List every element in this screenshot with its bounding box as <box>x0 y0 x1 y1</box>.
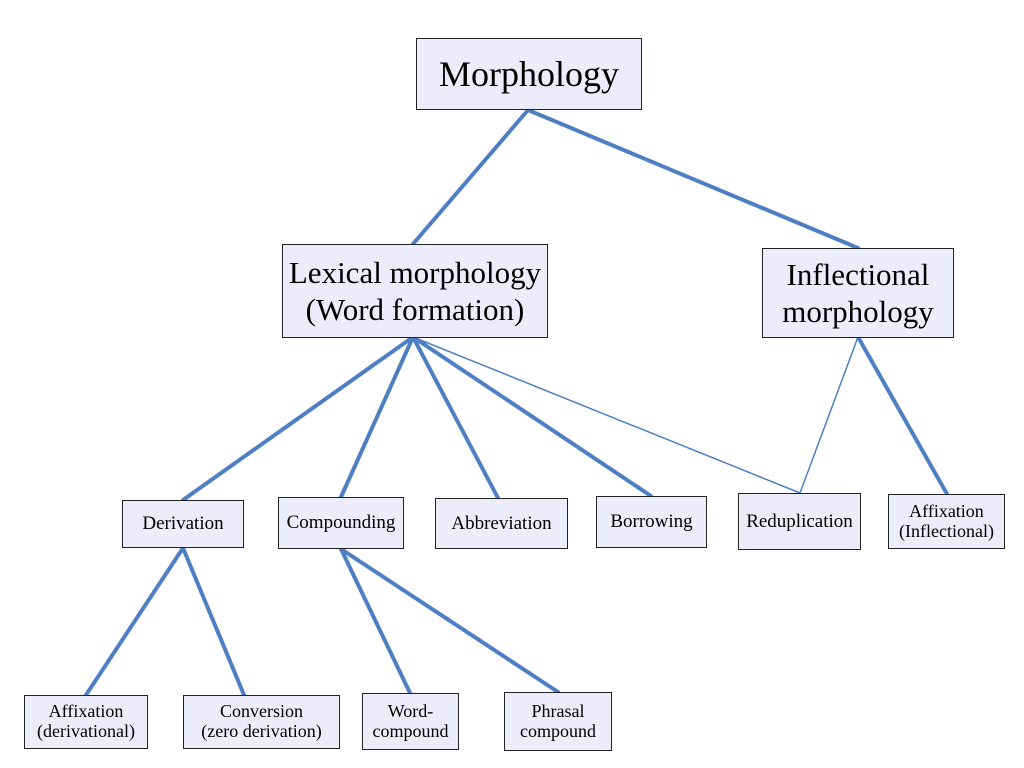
edge-compounding-to-word_compound <box>339 547 412 695</box>
node-reduplication: Reduplication <box>738 493 861 550</box>
edge-lexical-to-reduplication <box>412 336 801 494</box>
node-word-compound: Word- compound <box>362 693 459 750</box>
node-borrowing: Borrowing <box>596 496 707 548</box>
node-phrasal-compound: Phrasal compound <box>504 692 612 751</box>
edge-inflectional-to-reduplication <box>799 336 859 494</box>
node-affixation-derivational: Affixation (derivational) <box>24 695 148 749</box>
edge-derivation-to-conversion <box>181 546 246 697</box>
edge-morphology-to-inflectional <box>526 108 860 250</box>
node-morphology: Morphology <box>416 38 642 110</box>
node-inflectional-morphology: Inflectional morphology <box>762 248 954 338</box>
edge-morphology-to-lexical <box>411 108 530 246</box>
node-compounding: Compounding <box>278 497 404 549</box>
edge-lexical-to-derivation <box>181 335 415 502</box>
edge-derivation-to-affixation_derivational <box>84 546 185 697</box>
edge-lexical-to-compounding <box>339 335 415 499</box>
node-affixation-inflectional: Affixation (Inflectional) <box>888 494 1005 549</box>
edge-lexical-to-abbreviation <box>411 335 500 500</box>
edge-compounding-to-phrasal_compound <box>339 547 560 694</box>
edge-inflectional-to-affixation_inflectional <box>856 335 949 496</box>
node-conversion: Conversion (zero derivation) <box>183 695 340 749</box>
node-lexical-morphology: Lexical morphology (Word formation) <box>282 244 548 338</box>
edge-lexical-to-borrowing <box>411 335 653 498</box>
node-abbreviation: Abbreviation <box>435 498 568 549</box>
node-derivation: Derivation <box>122 500 244 548</box>
